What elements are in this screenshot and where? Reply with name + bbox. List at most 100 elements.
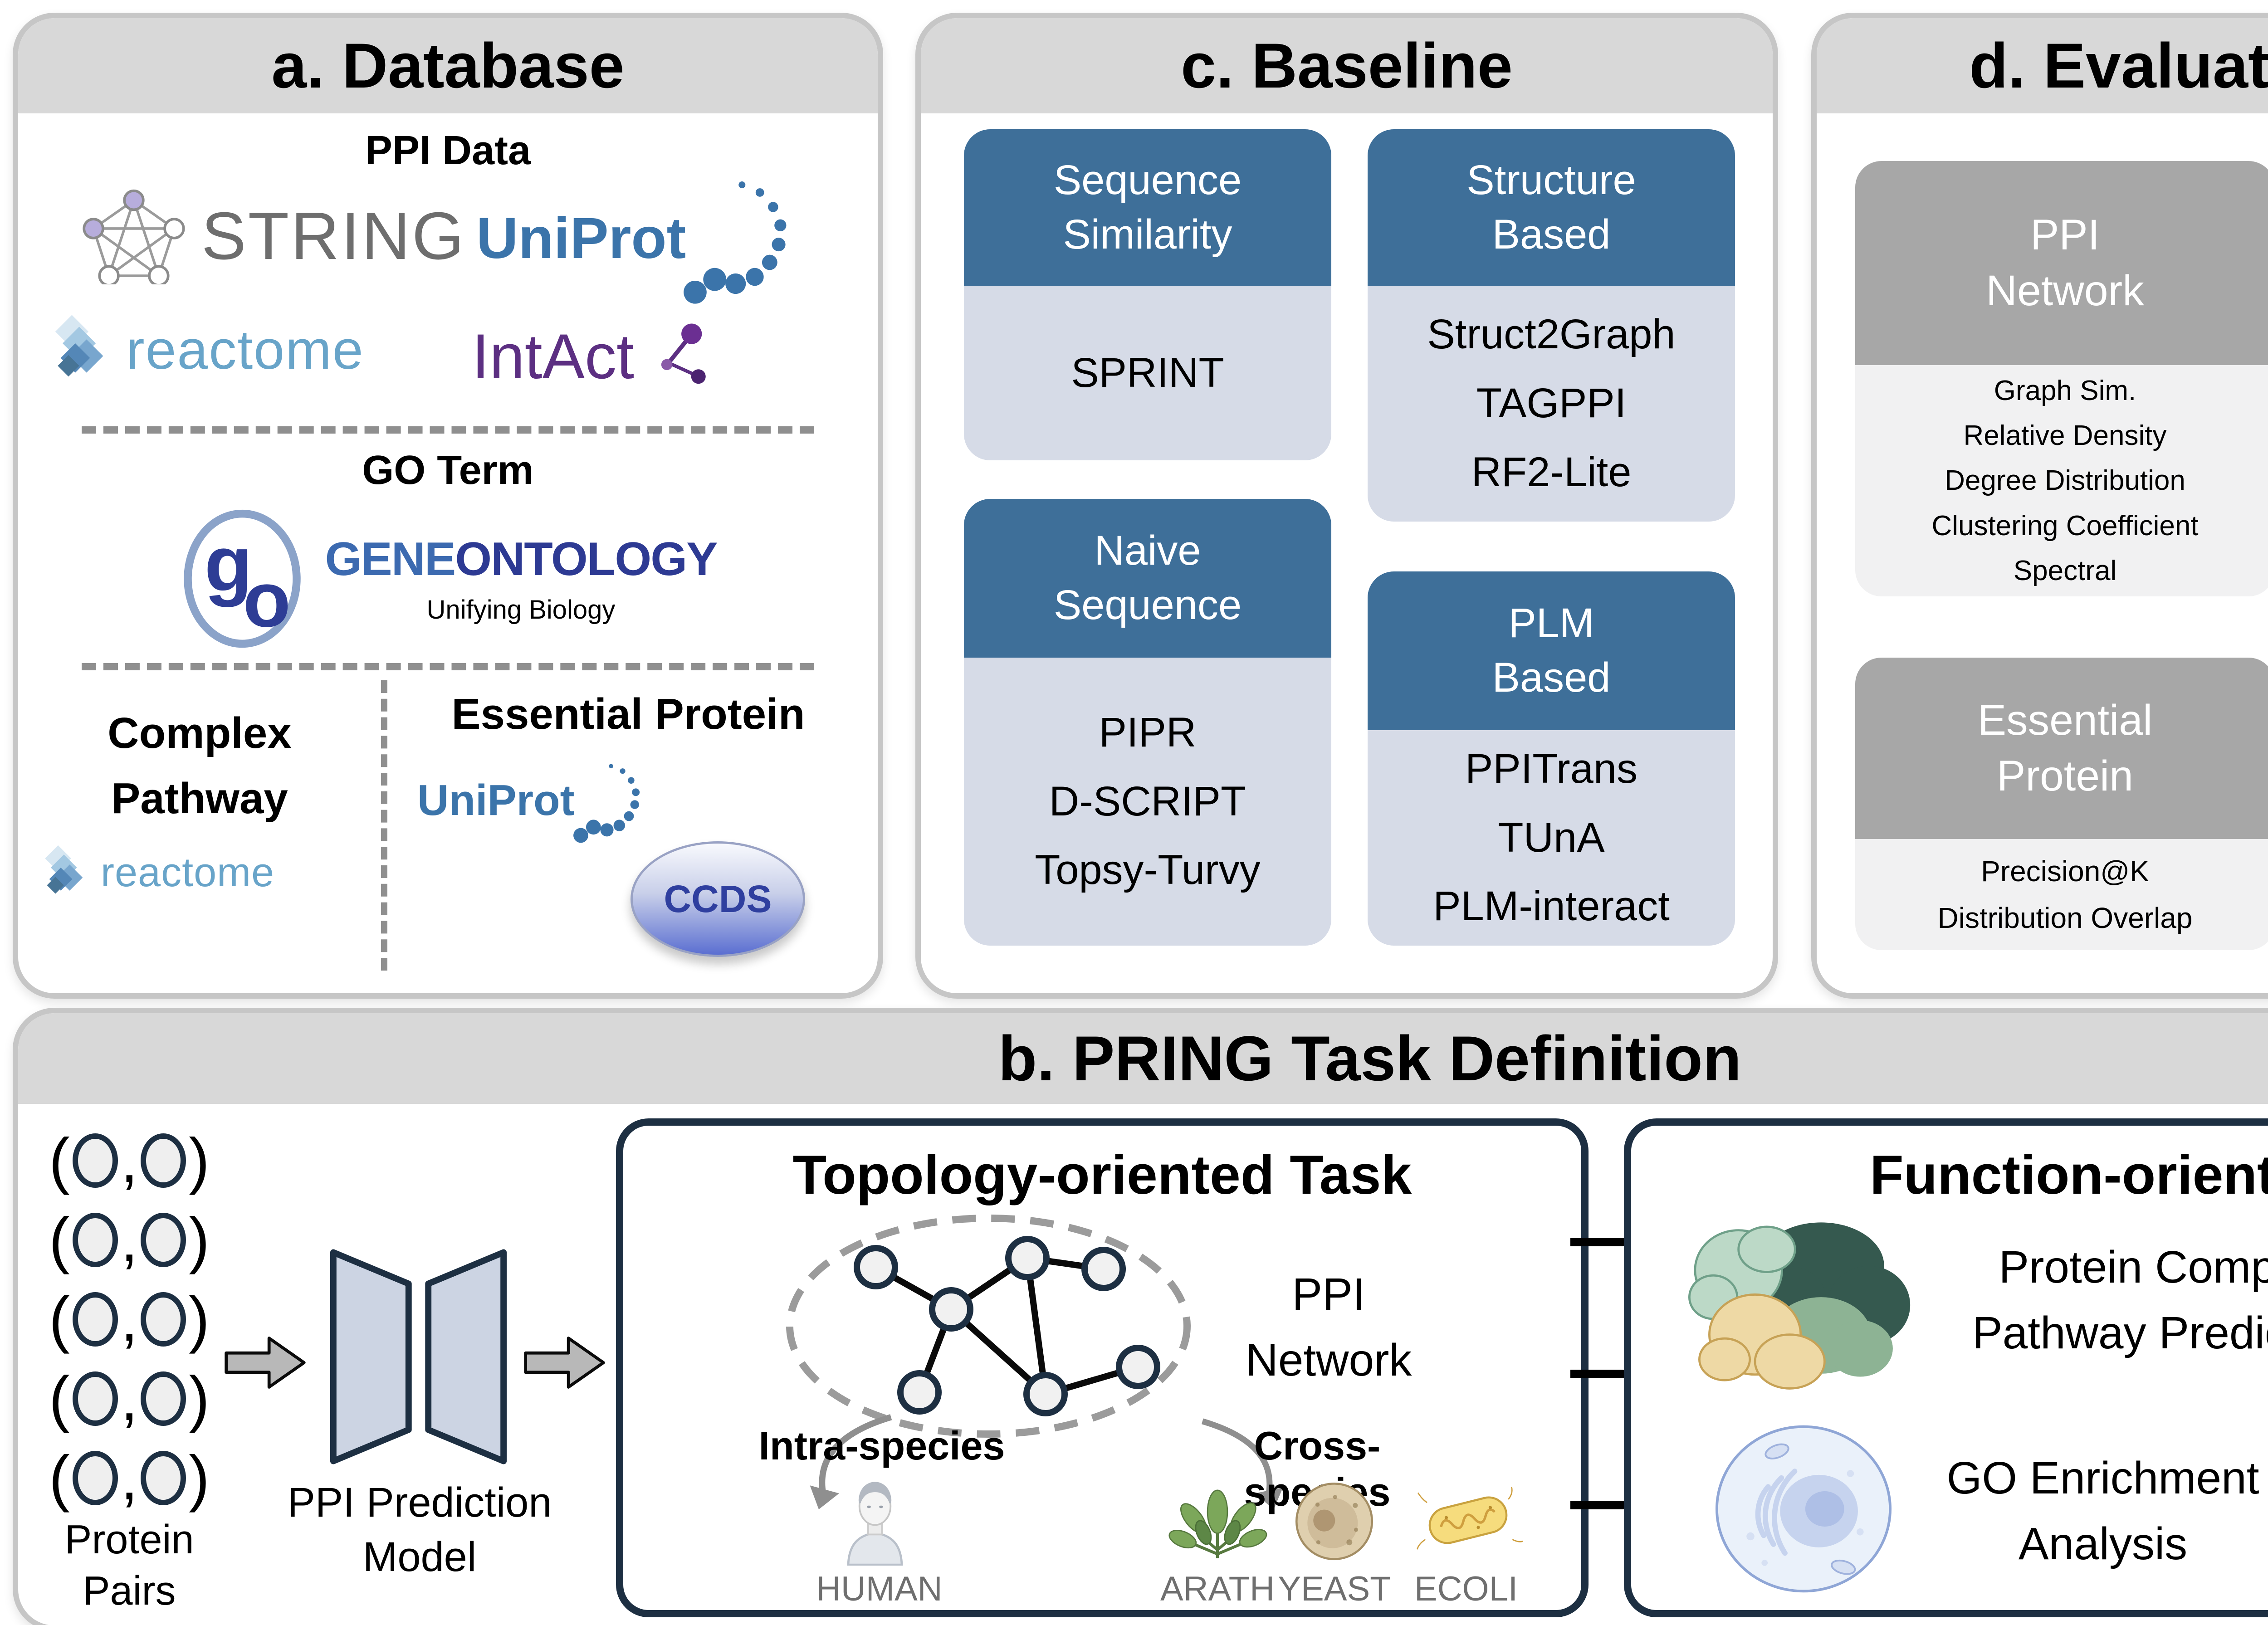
ecoli-bacterium-icon — [1417, 1487, 1524, 1550]
card-body: Struct2Graph TAGPPI RF2-Lite — [1368, 286, 1735, 522]
flow-arrow-icon — [524, 1337, 605, 1389]
card-title: Sequence Similarity — [1053, 156, 1242, 258]
protein-node — [141, 1213, 186, 1267]
baseline-card-plm-based: PLM Based PPITrans TUnA PLM-interact — [1368, 571, 1735, 946]
paren: ( — [49, 1284, 70, 1354]
protein-node — [72, 1213, 118, 1267]
protein-node — [72, 1292, 118, 1347]
protein-node — [72, 1451, 118, 1505]
card-title: PLM Based — [1492, 600, 1611, 701]
baseline-card-naive-sequence: Naive Sequence PIPR D-SCRIPT Topsy-Turvy — [964, 499, 1331, 946]
go-term-heading: GO Term — [362, 448, 534, 493]
task-go-enrichment-label: GO Enrichment Analysis — [1946, 1453, 2259, 1569]
card-body: PPITrans TUnA PLM-interact — [1368, 730, 1735, 946]
panel-metric-title: d. Evaluation Metric — [1969, 30, 2268, 101]
card-header: PLM Based — [1368, 571, 1735, 730]
baseline-card-structure-based: Structure Based Struct2Graph TAGPPI RF2-… — [1368, 129, 1735, 522]
card-item: Relative Density — [1963, 420, 2167, 452]
card-title: Naive Sequence — [1053, 527, 1242, 628]
reactome-logo-small: reactome — [41, 844, 274, 902]
panel-baseline: c. Baseline Sequence Similarity SPRINT S… — [915, 13, 1778, 999]
reactome-wordmark: reactome — [126, 319, 364, 381]
paren: ( — [49, 1364, 70, 1434]
go-glyph-o: o — [243, 556, 290, 643]
metric-card-essential-protein: Essential Protein Precision@K Distributi… — [1855, 658, 2268, 950]
panel-task-definition: b. PRING Task Definition (,) (,) (,) (,)… — [13, 1008, 2268, 1625]
uniprot-wordmark-small: UniProt — [417, 776, 575, 825]
card-title: PPI Network — [1986, 210, 2144, 315]
protein-node — [141, 1371, 186, 1426]
protein-pair: (,) — [39, 1209, 220, 1271]
bracket-connector — [1570, 1238, 1625, 1246]
comma: , — [120, 1364, 138, 1434]
reactome-icon — [55, 315, 103, 377]
paren: ) — [189, 1205, 210, 1275]
card-item: Degree Distribution — [1945, 465, 2185, 497]
uniprot-dots-icon-small — [573, 764, 640, 843]
prediction-model-icon — [330, 1249, 507, 1464]
function-task-title: Function-oriented Task — [1870, 1144, 2268, 1205]
comma: , — [120, 1126, 138, 1196]
card-header: Naive Sequence — [964, 499, 1331, 658]
ppi-data-heading: PPI Data — [365, 128, 531, 173]
paren: ) — [189, 1284, 210, 1354]
panel-task-title: b. PRING Task Definition — [998, 1023, 1742, 1094]
cell-icon — [1715, 1425, 1892, 1593]
paren: ( — [49, 1126, 70, 1196]
card-title: Structure Based — [1466, 156, 1636, 258]
topology-task-box: Topology-oriented Task PPI Network — [616, 1118, 1589, 1617]
panel-baseline-header: c. Baseline — [921, 18, 1773, 113]
divider-vertical — [381, 680, 387, 971]
reactome-logo: reactome — [50, 313, 364, 386]
protein-pair: (,) — [39, 1288, 220, 1351]
card-item: SPRINT — [1071, 349, 1224, 396]
paren: ) — [189, 1364, 210, 1434]
protein-node — [72, 1371, 118, 1426]
card-item: Distribution Overlap — [1937, 901, 2193, 934]
geneontology-ontology: ONTOLOGY — [455, 533, 718, 586]
card-item: Spectral — [2013, 555, 2117, 586]
uniprot-logo-small: UniProt — [417, 755, 642, 846]
intact-wordmark: IntAct — [472, 321, 634, 392]
card-item: PIPR — [1099, 709, 1197, 756]
paren: ) — [189, 1126, 210, 1196]
network-boundary-ellipse — [786, 1215, 1191, 1438]
paren: ( — [49, 1205, 70, 1275]
panel-database-header: a. Database — [18, 18, 878, 113]
divider — [82, 426, 814, 434]
card-header: PPI Network — [1855, 161, 2268, 365]
geneontology-logo: g o GENEONTOLOGY Unifying Biology — [18, 506, 878, 652]
protein-node — [141, 1451, 186, 1505]
yeast-cell-icon — [1295, 1482, 1374, 1561]
protein-pair: (,) — [39, 1447, 220, 1509]
human-icon — [847, 1482, 903, 1566]
protein-complex-icon — [1688, 1222, 1911, 1390]
ccds-badge: CCDS — [631, 841, 805, 957]
paren: ( — [49, 1443, 70, 1513]
panel-evaluation-metric: d. Evaluation Metric PPI Network Graph S… — [1811, 13, 2268, 999]
panel-database: a. Database PPI Data STRING — [13, 13, 883, 999]
protein-node — [141, 1133, 186, 1188]
string-logo: STRING — [82, 188, 466, 284]
reactome-icon-small — [45, 845, 83, 894]
string-wordmark: STRING — [201, 199, 466, 273]
go-ring-icon: g o — [183, 509, 301, 648]
baseline-card-sequence-similarity: Sequence Similarity SPRINT — [964, 129, 1331, 460]
metric-card-ppi-network: PPI Network Graph Sim. Relative Density … — [1855, 161, 2268, 596]
protein-node — [72, 1133, 118, 1188]
species-label-human: HUMAN — [816, 1570, 943, 1608]
protein-pair: (,) — [39, 1367, 220, 1430]
flow-arrow-icon — [225, 1337, 306, 1389]
task-protein-complex-label: Protein Complex Pathway Prediction — [1972, 1242, 2268, 1358]
card-title: Essential Protein — [1977, 696, 2153, 800]
card-item: D-SCRIPT — [1049, 778, 1246, 825]
ppi-network-graph — [786, 1215, 1191, 1438]
bracket-connector — [1570, 1370, 1625, 1378]
geneontology-tagline: Unifying Biology — [426, 595, 616, 625]
essential-protein-heading: Essential Protein — [451, 690, 805, 738]
complex-pathway-heading: Complex Pathway — [108, 709, 292, 823]
card-item: Graph Sim. — [1994, 375, 2136, 407]
curved-arrow-left-icon — [810, 1414, 892, 1509]
card-item: RF2-Lite — [1471, 449, 1632, 495]
